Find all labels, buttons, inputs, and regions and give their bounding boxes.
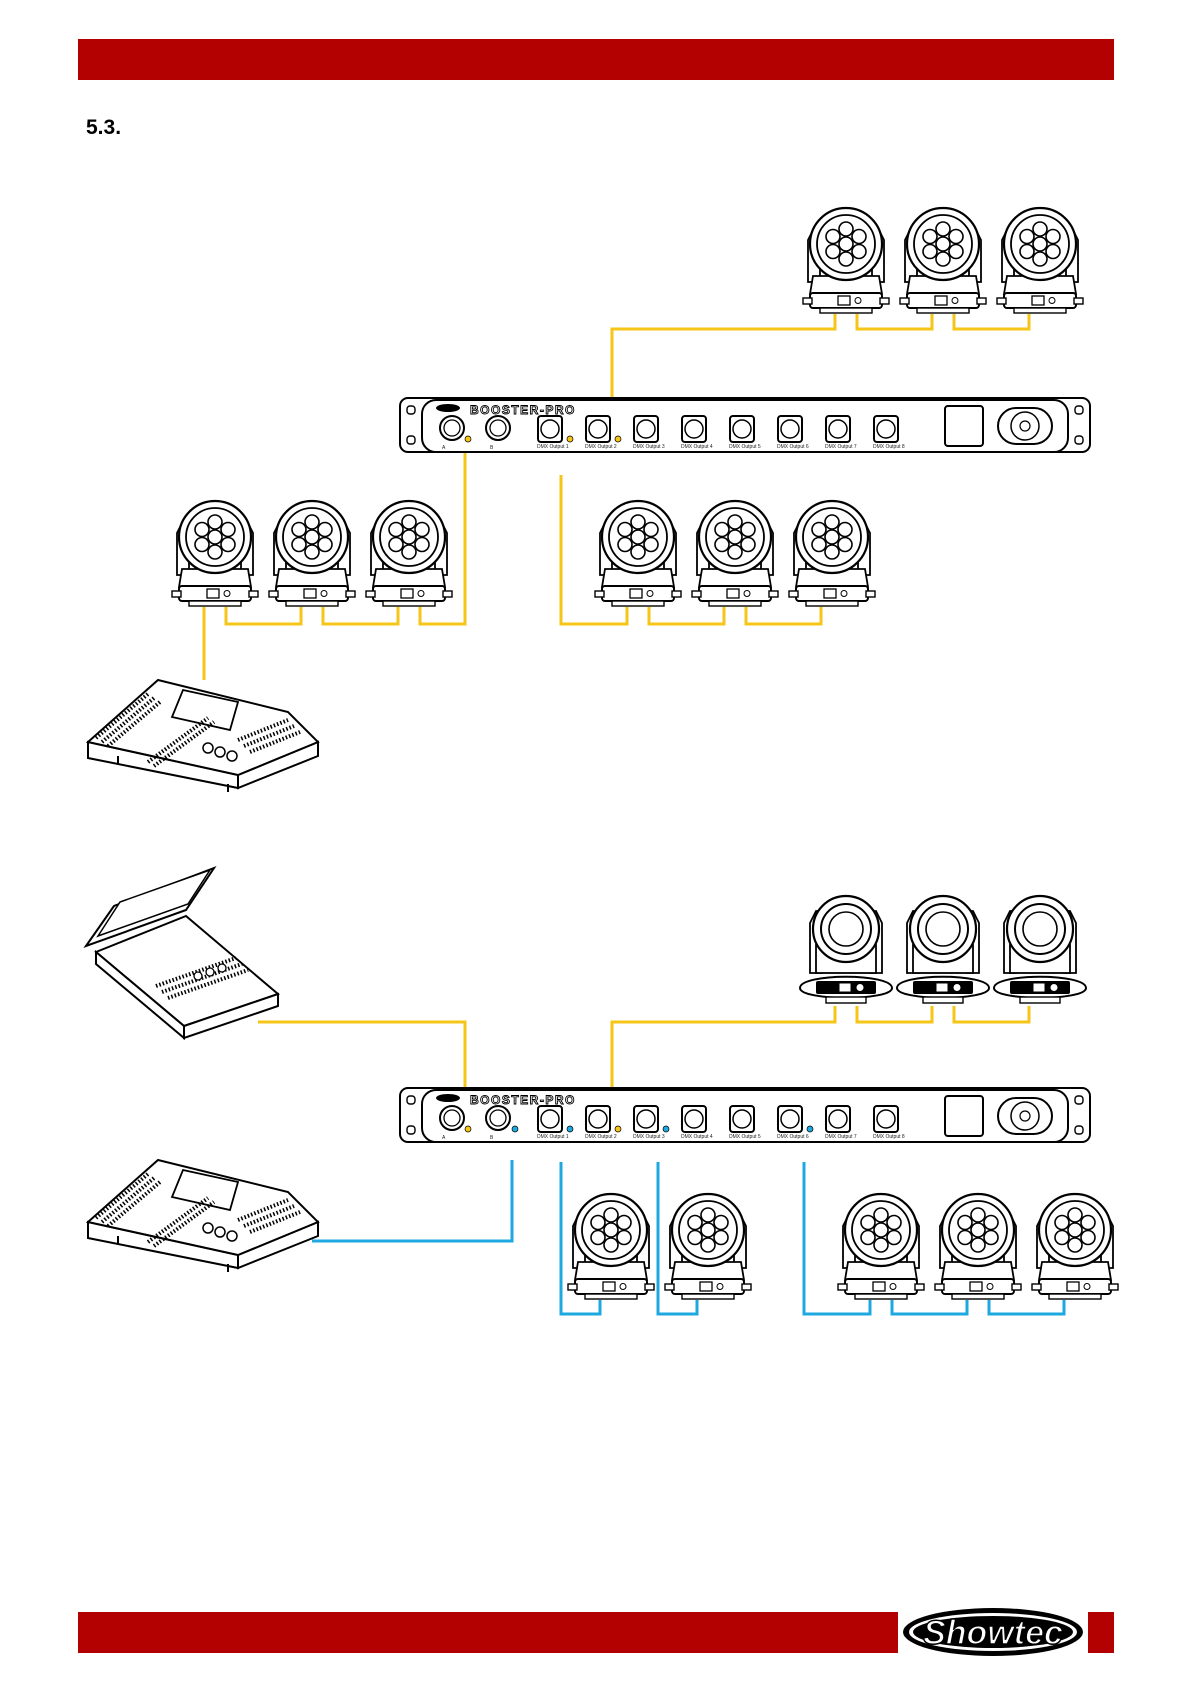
port-label-out5: DMX Output 5 (729, 444, 761, 450)
brand-name: Showtec (923, 1614, 1063, 1652)
moving-head-wash-icon (935, 1194, 1021, 1299)
port-label-out2: DMX Output 2 (585, 1134, 617, 1140)
rack-bottom: BOOSTER-PRO A B DMX Output 1 DMX Output … (400, 1088, 1090, 1142)
moving-head-beam-icon (994, 896, 1086, 1003)
moving-head-wash-icon (172, 501, 258, 606)
showtec-logo: Showtec (900, 1606, 1086, 1658)
fixtures-top-left (172, 501, 452, 606)
port-label-out2: DMX Output 2 (585, 444, 617, 450)
cables-bottom-yellow (258, 1006, 1029, 1088)
device-name: BOOSTER-PRO (470, 1093, 576, 1107)
port-label-out1: DMX Output 1 (537, 1134, 569, 1140)
cables-top (204, 314, 1029, 680)
lighting-console-icon (88, 680, 318, 792)
port-label-out6: DMX Output 6 (777, 444, 809, 450)
moving-head-wash-icon (803, 208, 889, 313)
lighting-console-icon (88, 1160, 318, 1272)
port-label-out3: DMX Output 3 (633, 1134, 665, 1140)
port-label-out5: DMX Output 5 (729, 1134, 761, 1140)
port-label-out1: DMX Output 1 (537, 444, 569, 450)
footer-band (78, 1612, 898, 1653)
port-label-out4: DMX Output 4 (681, 1134, 713, 1140)
moving-head-wash-icon (692, 501, 778, 606)
moving-head-wash-icon (900, 208, 986, 313)
moving-head-wash-icon (997, 208, 1083, 313)
moving-head-beam-icon (800, 896, 892, 1003)
moving-head-beam-icon (897, 896, 989, 1003)
device-name: BOOSTER-PRO (470, 403, 576, 417)
port-label-out8: DMX Output 8 (873, 444, 905, 450)
port-label-out7: DMX Output 7 (825, 1134, 857, 1140)
fixtures-top-middle (595, 501, 875, 606)
port-label-out8: DMX Output 8 (873, 1134, 905, 1140)
fixtures-bottom-lower (568, 1194, 1118, 1299)
moving-head-wash-icon (269, 501, 355, 606)
port-label-out7: DMX Output 7 (825, 444, 857, 450)
moving-head-wash-icon (568, 1194, 654, 1299)
rack-top: BOOSTER-PRO A B DMX Output 1 DMX Output … (400, 398, 1090, 452)
footer-band-end (1088, 1612, 1114, 1653)
fixtures-top-right (803, 208, 1083, 313)
moving-head-wash-icon (838, 1194, 924, 1299)
port-label-out6: DMX Output 6 (777, 1134, 809, 1140)
port-label-out3: DMX Output 3 (633, 444, 665, 450)
moving-head-wash-icon (789, 501, 875, 606)
laptop-controller-icon (86, 868, 278, 1038)
moving-head-wash-icon (366, 501, 452, 606)
port-label-out4: DMX Output 4 (681, 444, 713, 450)
fixtures-bottom-top (800, 896, 1086, 1003)
moving-head-wash-icon (595, 501, 681, 606)
moving-head-wash-icon (665, 1194, 751, 1299)
moving-head-wash-icon (1032, 1194, 1118, 1299)
